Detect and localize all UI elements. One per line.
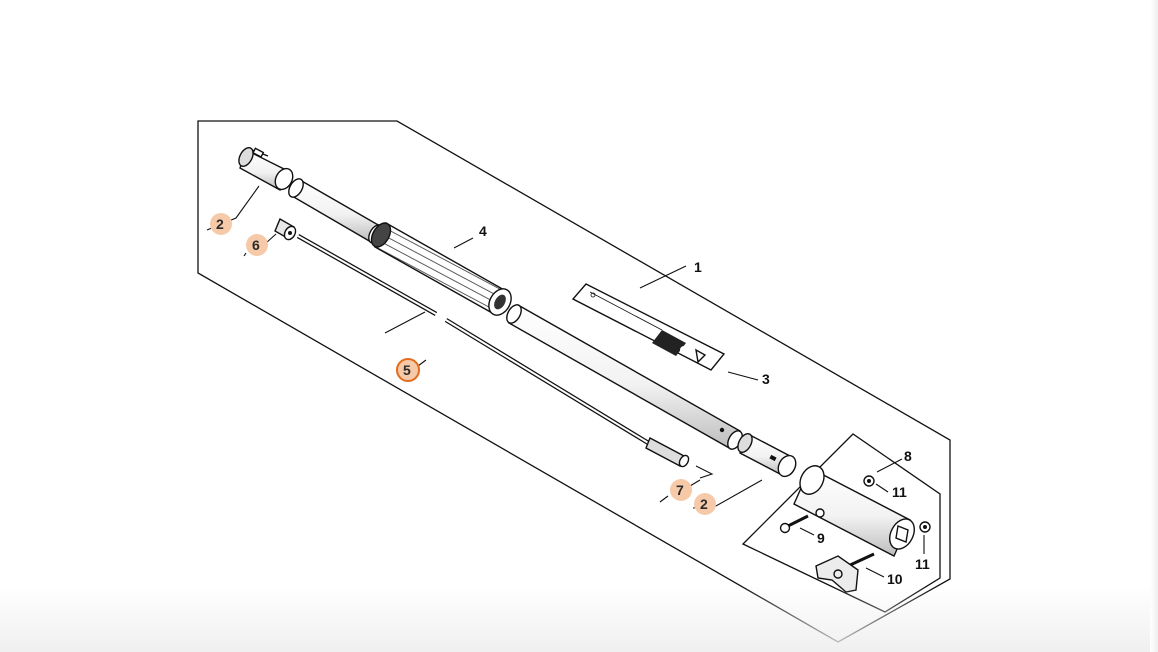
page-edge xyxy=(1150,0,1158,652)
callout-label: 10 xyxy=(887,571,903,587)
callout-9[interactable]: 9 xyxy=(817,530,825,546)
coupling-sleeve-top xyxy=(238,147,294,192)
callout-3[interactable]: 3 xyxy=(762,371,770,387)
callout-label: 3 xyxy=(762,371,770,387)
callout-label: 7 xyxy=(676,482,684,498)
drive-shaft xyxy=(296,234,690,468)
callout-10[interactable]: 10 xyxy=(887,571,903,587)
hex-nut-lower xyxy=(919,521,931,533)
warning-decal xyxy=(571,283,726,371)
callout-2-lower[interactable]: 2 xyxy=(694,493,716,515)
callout-label: 4 xyxy=(479,223,487,239)
callout-6[interactable]: 6 xyxy=(246,234,268,256)
callout-2-upper[interactable]: 2 xyxy=(210,213,232,235)
callout-4[interactable]: 4 xyxy=(479,223,487,239)
highlight-marker xyxy=(694,493,716,515)
bushing xyxy=(274,217,297,241)
leader-lines xyxy=(206,185,925,578)
bottom-shadow xyxy=(0,586,1150,652)
callout-label: 8 xyxy=(904,448,912,464)
retaining-clip xyxy=(695,465,714,479)
callout-label: 9 xyxy=(817,530,825,546)
callout-11-upper[interactable]: 11 xyxy=(892,484,907,500)
callout-label: 2 xyxy=(700,496,708,512)
coupling-sleeve-bottom xyxy=(737,433,797,478)
callout-5[interactable]: 5 xyxy=(396,358,420,382)
callout-label: 5 xyxy=(403,362,411,378)
callout-7[interactable]: 7 xyxy=(670,479,692,501)
callout-label: 2 xyxy=(216,216,224,232)
highlight-marker xyxy=(246,234,268,256)
assembly-frame xyxy=(197,120,951,643)
callout-11-lower[interactable]: 11 xyxy=(915,556,930,572)
callout-8[interactable]: 8 xyxy=(904,448,912,464)
callout-label: 1 xyxy=(694,259,702,275)
highlight-marker xyxy=(210,213,232,235)
callout-label: 11 xyxy=(915,556,930,572)
screw xyxy=(779,514,809,534)
handle-mount-clamp xyxy=(793,465,915,557)
highlight-marker xyxy=(396,358,420,382)
highlight-marker xyxy=(670,479,692,501)
ribbed-handle-grip xyxy=(370,222,512,316)
hex-nut-upper xyxy=(863,475,875,487)
callout-label: 6 xyxy=(252,237,260,253)
callout-1[interactable]: 1 xyxy=(694,259,702,275)
callout-label: 11 xyxy=(892,484,907,500)
